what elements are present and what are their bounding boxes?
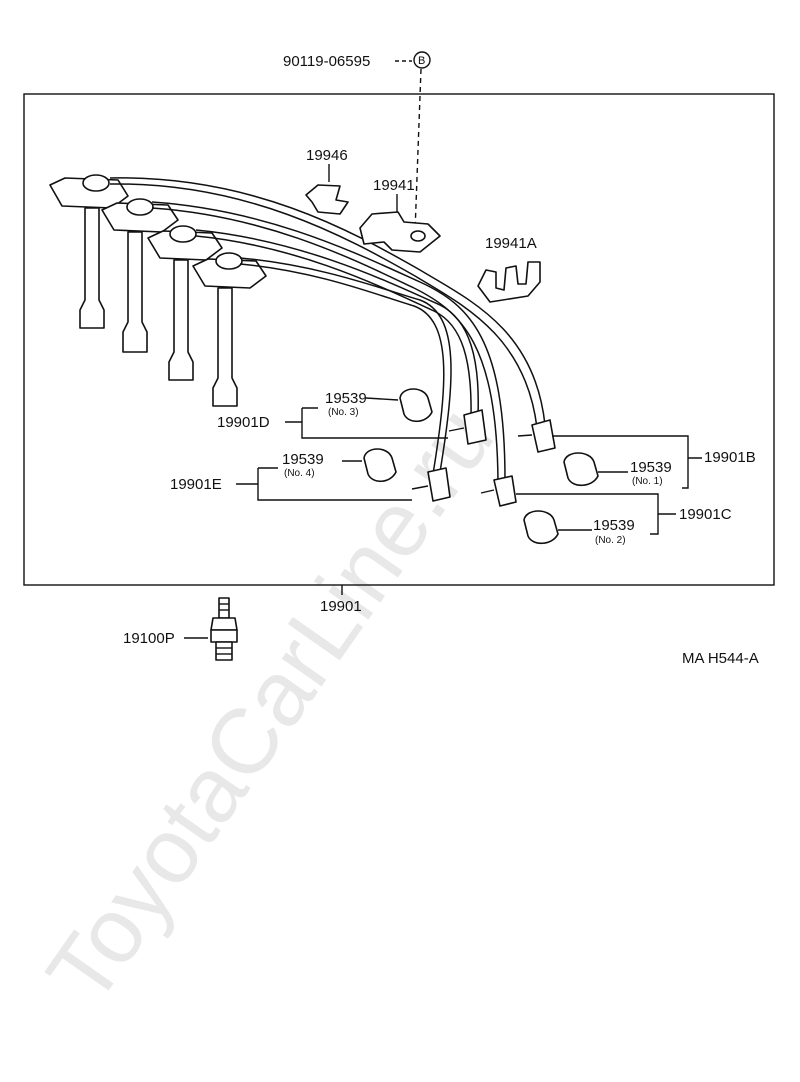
holder-no3-number: (No. 3) <box>328 407 359 418</box>
holder-no4[interactable] <box>363 448 397 483</box>
wire-19901b-label[interactable]: 19901B <box>704 449 756 466</box>
holder-no4-label[interactable]: 19539 <box>282 451 324 468</box>
wire-19901d-bracket <box>285 407 448 439</box>
bolt-marker-circle <box>413 51 431 69</box>
wire-end-connector-d[interactable] <box>448 409 487 445</box>
wire-19901e-bracket <box>236 467 412 501</box>
holder-no2-label[interactable]: 19539 <box>593 517 635 534</box>
coil-boot-3[interactable] <box>147 225 223 381</box>
holder-no2-number: (No. 2) <box>595 535 626 546</box>
coil-boot-4[interactable] <box>192 252 267 407</box>
holder-no3-label[interactable]: 19539 <box>325 390 367 407</box>
coil-boot-2[interactable] <box>101 198 179 353</box>
holder-no2[interactable] <box>523 510 559 545</box>
clamp-19941[interactable] <box>359 211 441 253</box>
wire-19901e-label[interactable]: 19901E <box>170 476 222 493</box>
wire-19901b-bracket <box>552 435 702 489</box>
bolt-marker-letter: B <box>418 55 425 67</box>
holder-no1-label[interactable]: 19539 <box>630 459 672 476</box>
spark-plug[interactable] <box>210 597 238 661</box>
bolt-part-label[interactable]: 90119-06595 <box>283 53 370 70</box>
holder-no3[interactable] <box>399 388 433 423</box>
wire-19901d-label[interactable]: 19901D <box>217 414 270 431</box>
clamp-19941-label[interactable]: 19941 <box>373 177 415 194</box>
coil-boot-1[interactable] <box>49 174 129 329</box>
wire-end-connector-e[interactable] <box>411 467 451 502</box>
diagram-code: MA H544-A <box>682 650 759 667</box>
assembly-label[interactable]: 19901 <box>320 598 362 615</box>
wire-bundle <box>109 177 546 483</box>
wire-end-connector-c[interactable] <box>480 475 517 507</box>
clamp-19941a-label[interactable]: 19941A <box>485 235 537 252</box>
wire-19901c-bracket <box>516 493 676 535</box>
wire-end-connector-b[interactable] <box>517 419 556 453</box>
bolt-dashed-line <box>414 68 422 233</box>
clamp-19946[interactable] <box>305 184 349 215</box>
clamp-19946-label[interactable]: 19946 <box>306 147 348 164</box>
holder-no1-number: (No. 1) <box>632 476 663 487</box>
holder-no1[interactable] <box>563 452 599 487</box>
clamp-19941-bolt-hole <box>410 230 426 242</box>
assembly-frame <box>23 93 775 586</box>
clamp-19941a[interactable] <box>477 261 541 303</box>
holder-no4-number: (No. 4) <box>284 468 315 479</box>
holder-no3-leader <box>365 397 399 401</box>
spark-plug-label[interactable]: 19100P <box>123 630 175 647</box>
wire-19901c-label[interactable]: 19901C <box>679 506 732 523</box>
